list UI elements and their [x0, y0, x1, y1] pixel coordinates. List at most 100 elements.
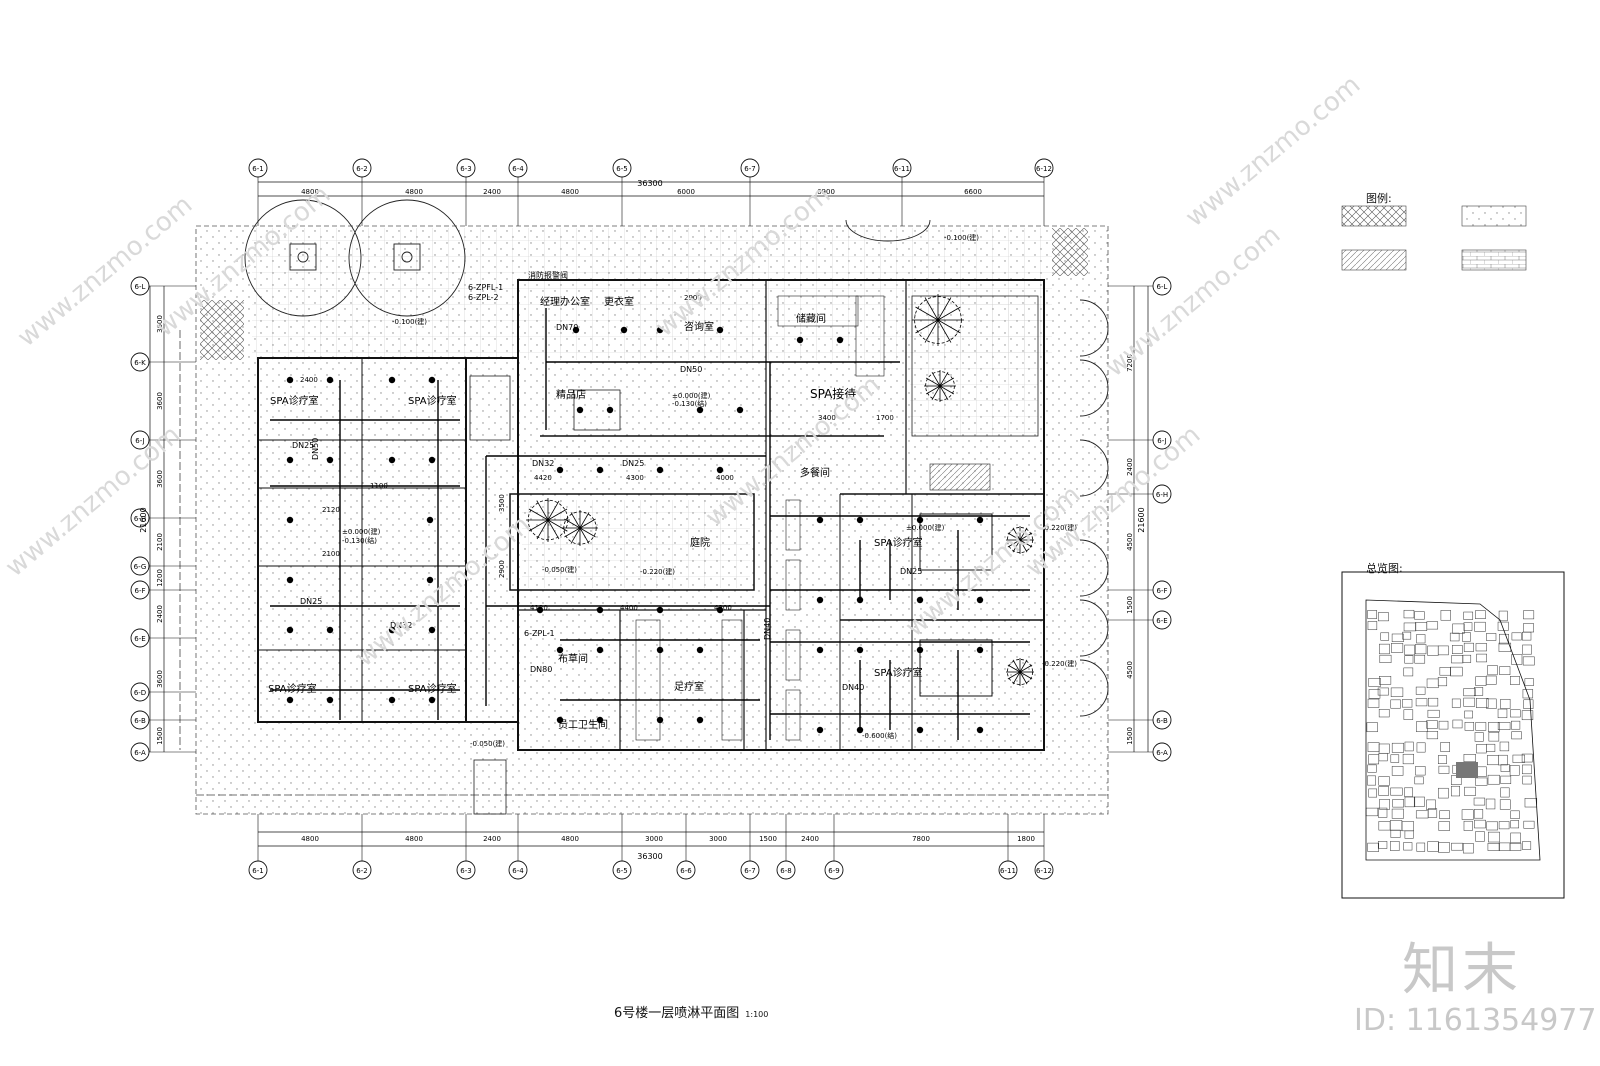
- axis-label: 6-3: [460, 165, 471, 173]
- inner-dim: 1100: [370, 482, 388, 490]
- axis-label: 6-8: [780, 867, 791, 875]
- room-spa-2: SPA诊疗室: [408, 394, 457, 407]
- axis-bubble: [1152, 580, 1172, 600]
- site-area: [179, 225, 1109, 815]
- sprinkler-head: [428, 376, 436, 384]
- inner-dim: 2120: [322, 506, 340, 514]
- overview-block: [1403, 622, 1417, 632]
- overview-block: [1378, 786, 1389, 796]
- overview-block: [1510, 832, 1521, 844]
- room-staff-toilet: 员工卫生间: [558, 718, 608, 731]
- overview-block: [1416, 842, 1426, 852]
- overview-block: [1367, 842, 1379, 852]
- elevation-note: -0.220(建): [640, 567, 675, 576]
- overview-block: [1523, 820, 1535, 829]
- overview-block: [1464, 710, 1473, 719]
- sprinkler-head: [696, 716, 704, 724]
- overview-block: [1497, 621, 1509, 631]
- sprinkler-head: [286, 626, 294, 634]
- sprinkler-head: [388, 626, 396, 634]
- elevation-note: ±0.000(建): [906, 523, 945, 532]
- legend-swatch-dots: [1461, 205, 1527, 227]
- inner-dim: 2400: [300, 376, 318, 384]
- sprinkler-head: [286, 376, 294, 384]
- overview-block: [1452, 719, 1463, 729]
- axis-bubble: [1152, 276, 1172, 296]
- axis-label: 6-E: [1156, 617, 1167, 625]
- axis-bubble: [892, 158, 912, 178]
- overview-block: [1486, 675, 1497, 685]
- tree-symbol: [1006, 526, 1034, 554]
- overview-block: [1378, 776, 1390, 786]
- sprinkler-head: [286, 696, 294, 704]
- overview-block: [1474, 819, 1486, 829]
- span-dimension: 1500: [156, 727, 164, 745]
- overview-block: [1404, 796, 1416, 808]
- overview-block: [1414, 654, 1426, 664]
- axis-label: 6-1: [252, 165, 263, 173]
- span-dimension: 1500: [1126, 727, 1134, 745]
- axis-bubble: [352, 158, 372, 178]
- overview-block: [1452, 645, 1463, 654]
- axis-bubble: [612, 158, 632, 178]
- elevation-note: -0.050(建): [542, 565, 577, 574]
- overview-block: [1497, 722, 1511, 730]
- span-dimension: 3600: [156, 670, 164, 688]
- sprinkler-head: [388, 456, 396, 464]
- overview-block: [1523, 699, 1534, 709]
- elevation-note: ±0.000(建): [672, 391, 711, 400]
- axis-label: 6-4: [512, 867, 524, 875]
- pipe-tag: DN50: [311, 438, 320, 460]
- axis-label: 6-J: [1157, 437, 1166, 445]
- overview-block: [1498, 610, 1508, 622]
- elevation-note: -0.130(结): [342, 536, 377, 545]
- overview-block: [1500, 775, 1512, 784]
- overview-block: [1463, 622, 1473, 631]
- overview-block: [1378, 709, 1390, 718]
- room-courtyard: 庭院: [690, 536, 710, 549]
- span-dimension: 1800: [1017, 835, 1035, 843]
- overview-block: [1414, 644, 1427, 655]
- axis-bubble: [1152, 430, 1172, 450]
- sprinkler-head: [856, 726, 864, 734]
- elevation-note: -0.050(建): [470, 739, 505, 748]
- overview-map: [1341, 571, 1565, 899]
- overview-block: [1391, 808, 1404, 819]
- overview-block: [1438, 842, 1450, 853]
- overview-block: [1368, 788, 1377, 798]
- room-labels: 经理办公室 更衣室 咨询室 储藏间 SPA接待 精品店 庭院 SPA诊疗室 SP…: [268, 270, 923, 731]
- overview-block: [1463, 688, 1476, 697]
- span-dimension: 4800: [405, 835, 423, 843]
- overview-block: [1416, 634, 1426, 644]
- span-dimension: 7800: [912, 835, 930, 843]
- axis-label: 6-A: [134, 749, 146, 757]
- overview-block: [1428, 697, 1439, 707]
- inner-dim: 4400: [620, 604, 638, 612]
- sprinkler-head: [656, 716, 664, 724]
- overview-block: [1487, 774, 1500, 785]
- overview-boundary: [1365, 599, 1541, 861]
- sprinkler-heads: [286, 326, 984, 734]
- inner-dim: 4420: [534, 474, 552, 482]
- sprinkler-head: [816, 516, 824, 524]
- overview-block: [1438, 821, 1450, 831]
- overview-block: [1497, 708, 1508, 719]
- overview-block: [1415, 686, 1426, 695]
- sprinkler-head: [596, 716, 604, 724]
- sprinkler-head: [716, 466, 724, 474]
- sprinkler-head: [656, 606, 664, 614]
- overview-block: [1451, 655, 1464, 664]
- brand-logo: 知末: [1402, 938, 1522, 1003]
- overview-block: [1511, 731, 1522, 740]
- overview-block: [1378, 753, 1388, 762]
- span-dimension: 4800: [561, 188, 579, 196]
- overview-block: [1475, 777, 1488, 786]
- overview-block: [1476, 698, 1489, 708]
- overview-block: [1500, 787, 1510, 798]
- left-total-dimension: 21600: [139, 507, 148, 532]
- overview-block: [1510, 810, 1520, 819]
- axis-bubble: [508, 158, 528, 178]
- overview-block: [1391, 766, 1404, 776]
- overview-block: [1509, 843, 1522, 851]
- elevation-note: ±0.000(建): [342, 527, 381, 536]
